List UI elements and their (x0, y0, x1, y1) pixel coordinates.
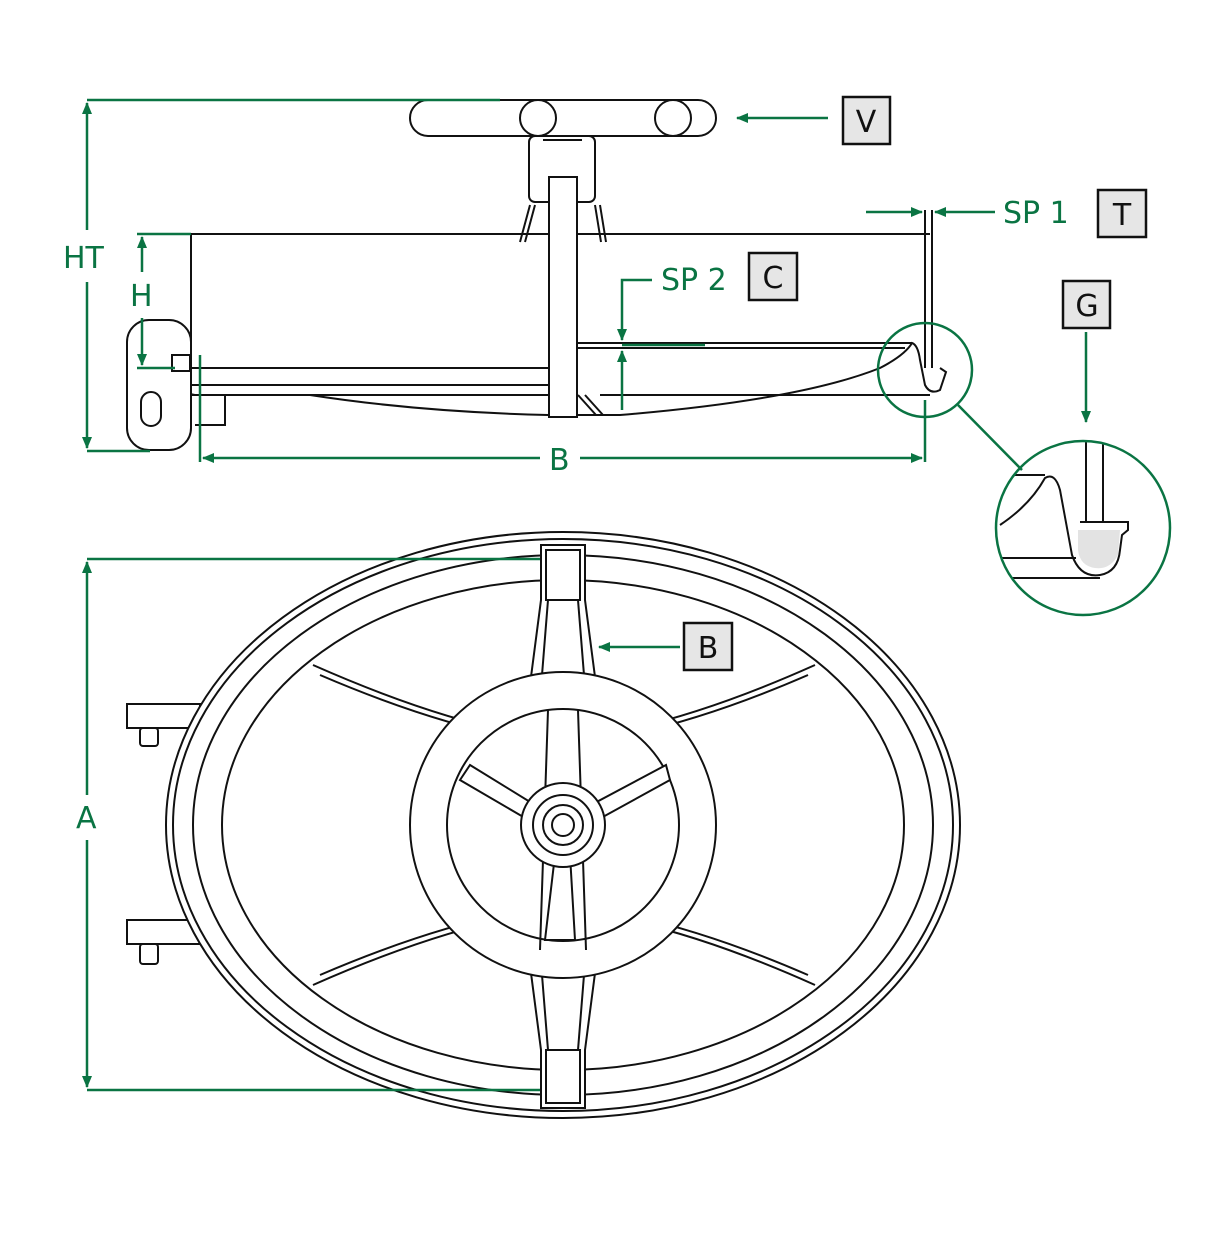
dim-sp2-label: SP 2 (661, 263, 727, 298)
hub-bore (551, 813, 575, 837)
detail-circle (994, 439, 1172, 617)
detail-leader (957, 404, 1023, 471)
handwheel-knob-left (519, 99, 557, 137)
shaft (548, 176, 578, 418)
hinge-pin (140, 391, 162, 427)
dim-b-label: B (549, 443, 570, 478)
callout-c: C (763, 261, 784, 296)
dim-h-label: H (130, 279, 153, 314)
callout-g: G (1075, 289, 1098, 324)
plan-view (126, 531, 961, 1119)
callout-b: B (698, 631, 719, 666)
callout-t-box (1096, 188, 1148, 239)
callout-v-box (841, 95, 892, 146)
dim-a-label: A (76, 801, 97, 836)
dished-bottom (309, 341, 948, 416)
side-view (126, 99, 948, 451)
callout-v: V (856, 105, 877, 140)
callout-g-box (1061, 279, 1112, 330)
callouts: V T C G B (682, 95, 1148, 672)
hinge (126, 319, 192, 451)
callout-b-box (682, 621, 734, 672)
wall-thickness (924, 210, 933, 368)
flange-lines (175, 342, 930, 396)
dim-sp1-label: SP 1 (1003, 196, 1069, 231)
callout-c-box (747, 251, 799, 302)
dim-ht-label: HT (63, 241, 105, 276)
callout-t: T (1112, 198, 1132, 233)
bracket-legs (519, 204, 607, 243)
dimensions: HT H B A SP 1 SP 2 (63, 98, 1091, 1092)
handwheel-knob-right (654, 99, 692, 137)
